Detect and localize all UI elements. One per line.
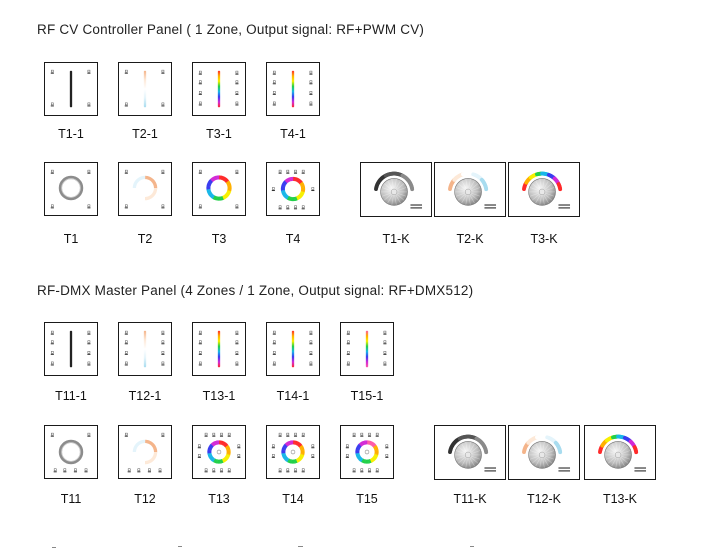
panel-label: T1-K	[382, 232, 410, 246]
panel-label: T2-K	[456, 232, 484, 246]
panel-t1	[44, 162, 98, 216]
panel-label: T12-1	[128, 389, 162, 403]
panel-graphic	[124, 69, 165, 108]
panel-label: T13	[208, 492, 230, 506]
panel-t15-1	[340, 322, 394, 376]
panel-graphic	[124, 330, 165, 368]
panel-graphic	[272, 330, 313, 368]
panel-label: T11-K	[453, 492, 487, 506]
panel-label: T15-1	[350, 389, 384, 403]
section-dmx-title: RF-DMX Master Panel (4 Zones / 1 Zone, O…	[37, 283, 474, 298]
panel-graphic	[598, 434, 647, 472]
panel-graphic	[124, 432, 165, 473]
panel-graphic	[272, 70, 313, 108]
panel-graphic	[448, 171, 497, 209]
panel-t1-1	[44, 62, 98, 116]
panel-label: T15	[356, 492, 378, 506]
panel-graphic	[124, 169, 165, 209]
panel-graphic	[346, 330, 387, 368]
panel-graphic	[50, 330, 91, 368]
panel-t1-k	[360, 162, 432, 217]
panel-t2	[118, 162, 172, 216]
panel-label: T12-K	[526, 492, 562, 506]
panel-t14-1	[266, 322, 320, 376]
panel-graphic	[374, 171, 423, 209]
panel-graphic	[271, 432, 315, 473]
panel-graphic	[50, 169, 91, 209]
panel-label: T11	[60, 492, 82, 506]
panel-t11-k	[434, 425, 506, 480]
panel-graphic	[448, 434, 497, 472]
panel-label: T1-1	[58, 127, 84, 141]
section-cv-title: RF CV Controller Panel ( 1 Zone, Output …	[37, 22, 425, 37]
panel-graphic	[198, 70, 239, 108]
panel-label: T3-K	[530, 232, 558, 246]
panel-graphic	[50, 69, 91, 108]
panel-graphic	[345, 432, 389, 473]
panel-t13	[192, 425, 246, 479]
panel-label: T13-K	[602, 492, 638, 506]
panel-t13-k	[584, 425, 656, 480]
panel-graphic	[522, 171, 571, 209]
panel-t11-1	[44, 322, 98, 376]
panel-t13-1	[192, 322, 246, 376]
panel-t3-k	[508, 162, 580, 217]
panel-label: T2-1	[132, 127, 158, 141]
panel-t2-1	[118, 62, 172, 116]
panel-graphic	[198, 169, 239, 209]
panel-t14	[266, 425, 320, 479]
panel-t15	[340, 425, 394, 479]
panel-label: T11-1	[55, 389, 87, 403]
panel-label: T1	[63, 232, 79, 246]
panel-t4-1	[266, 62, 320, 116]
panel-t12-1	[118, 322, 172, 376]
panel-label: T14	[282, 492, 304, 506]
panel-label: T13-1	[202, 389, 236, 403]
panel-t3-1	[192, 62, 246, 116]
panel-t3	[192, 162, 246, 216]
panel-t12-k	[508, 425, 580, 480]
panel-t4	[266, 162, 320, 216]
panel-label: T4	[285, 232, 301, 246]
panel-graphic	[522, 434, 571, 472]
panel-label: T2	[137, 232, 153, 246]
panel-t11	[44, 425, 98, 479]
panel-label: T4-1	[280, 127, 306, 141]
panel-graphic	[50, 432, 91, 473]
panel-label: T14-1	[276, 389, 310, 403]
cropped-text-marks	[52, 546, 474, 548]
panel-graphic	[198, 330, 239, 368]
panel-label: T3	[211, 232, 227, 246]
panel-label: T3-1	[206, 127, 232, 141]
panel-label: T12	[134, 492, 156, 506]
panel-t12	[118, 425, 172, 479]
panel-graphic	[271, 169, 315, 210]
panel-graphic	[197, 432, 241, 473]
panel-t2-k	[434, 162, 506, 217]
